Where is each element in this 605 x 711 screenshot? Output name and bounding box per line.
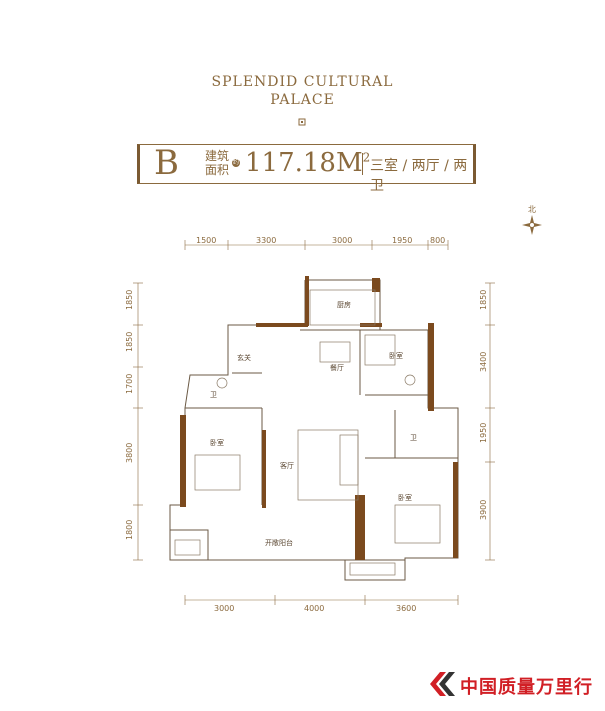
room-label-bath-w: 卫: [210, 391, 217, 399]
dim-top-3: 3000: [332, 236, 352, 245]
dim-left-1: 1850: [125, 290, 134, 310]
toilet-east: [404, 374, 416, 386]
unit-type-letter: B: [154, 143, 179, 183]
unit-spec-box: B 建筑 面积 约 117.18M2 三室 / 两厅 / 两卫: [137, 143, 476, 194]
project-title-line1: SPLENDID CULTURAL: [211, 74, 394, 90]
room-label-entrance: 玄关: [237, 353, 251, 362]
room-label-bedroom-ne: 卧室: [389, 351, 403, 360]
project-title-line2: PALACE: [270, 92, 335, 108]
furniture: [174, 289, 441, 576]
area-label-line1: 建筑: [205, 149, 230, 163]
bed-northeast: [364, 334, 396, 366]
bed-southeast: [394, 504, 441, 544]
room-label-bath-e: 卫: [410, 434, 417, 442]
compass-rose-icon: [522, 215, 542, 235]
living-rug: [297, 429, 359, 501]
dim-right-3: 1950: [479, 423, 488, 443]
watermark-brand: 中国质量万里行: [430, 672, 600, 698]
spec-divider: [362, 153, 363, 175]
compass-north-label: 北: [528, 205, 536, 214]
walls: [180, 276, 458, 560]
logo-mark-icon: [298, 118, 306, 126]
dim-top-2: 3300: [256, 236, 276, 245]
compass: 北: [520, 204, 544, 235]
dim-bottom-3: 3600: [396, 604, 416, 613]
dim-top-4: 1950: [392, 236, 412, 245]
dim-bottom-2: 4000: [304, 604, 324, 613]
area-unit-superscript: 2: [362, 150, 371, 165]
dim-top-1: 1500: [196, 236, 216, 245]
dim-left-2: 1850: [125, 332, 134, 352]
room-layout-summary: 三室 / 两厅 / 两卫: [370, 158, 468, 194]
balcony-west-fixture: [174, 539, 201, 556]
sofa: [339, 434, 359, 486]
brand-text: 中国质量万里行: [460, 677, 593, 698]
area-value: 117.18M2: [245, 148, 370, 178]
dimension-lines: [133, 240, 495, 605]
room-label-dining: 餐厅: [330, 363, 344, 372]
dim-bottom-1: 3000: [214, 604, 234, 613]
room-label-living: 客厅: [280, 461, 294, 470]
room-label-bedroom-se: 卧室: [398, 493, 412, 502]
dim-left-5: 1800: [125, 520, 134, 540]
dim-left-4: 3800: [125, 443, 134, 463]
area-number: 117.18: [245, 148, 336, 178]
room-label-bedroom-w: 卧室: [210, 438, 224, 447]
brand-logo-icon: [430, 672, 455, 696]
dining-table: [319, 341, 351, 363]
area-label-line2: 面积: [205, 163, 230, 177]
room-label-balcony: 开敞阳台: [265, 538, 293, 547]
dim-right-4: 3900: [479, 500, 488, 520]
balcony-south-fixture: [349, 562, 396, 576]
toilet-west: [216, 377, 228, 389]
room-label-kitchen: 厨房: [337, 300, 351, 309]
dim-right-1: 1850: [479, 290, 488, 310]
dim-right-2: 3400: [479, 352, 488, 372]
area-unit: M: [335, 148, 363, 178]
bed-west: [194, 454, 241, 491]
approx-badge: 约: [232, 159, 240, 167]
dim-left-3: 1700: [125, 374, 134, 394]
dim-top-5: 800: [430, 236, 445, 245]
